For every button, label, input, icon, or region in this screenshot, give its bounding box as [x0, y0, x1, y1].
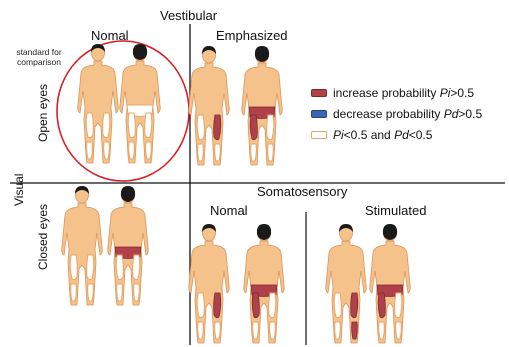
right-calf-muscle [215, 144, 221, 161]
decrease-text: decrease probability [333, 107, 444, 121]
right-calf-muscle [270, 322, 276, 339]
standard-line-1: standard for [4, 47, 74, 57]
legend-neutral: Pi<0.5 and Pd<0.5 [311, 128, 432, 142]
body-silhouette [78, 61, 119, 163]
standard-line-2: comparison [4, 57, 74, 67]
figure-closed-front [62, 186, 103, 305]
right-calf-muscle [215, 322, 221, 339]
decrease-swatch [311, 110, 327, 118]
figure-nomal-open-back [120, 44, 161, 163]
right-calf-muscle [146, 142, 152, 159]
right-thigh-muscle [214, 115, 221, 140]
visual-label: Visual [12, 174, 26, 206]
hair [383, 224, 397, 240]
body-silhouette [189, 241, 230, 343]
neutral-var-1: Pi [333, 128, 344, 142]
increase-text: increase probability [333, 86, 440, 100]
legend-increase: increase probability Pi>0.5 [311, 86, 474, 100]
right-thigh-muscle [267, 115, 274, 140]
figure-emphasized-back [242, 46, 283, 165]
figure-soma-nomal-back [244, 224, 285, 343]
right-calf-muscle [104, 142, 110, 159]
right-calf-muscle [134, 284, 140, 301]
right-calf-muscle [396, 322, 402, 339]
somatosensory-label: Somatosensory [257, 184, 347, 199]
left-thigh-muscle [252, 293, 259, 318]
left-thigh-muscle [128, 113, 135, 138]
decrease-var: Pd [444, 107, 459, 121]
left-calf-muscle [198, 322, 204, 339]
vestibular-label: Vestibular [160, 8, 217, 23]
left-thigh-muscle [116, 255, 123, 280]
left-calf-muscle [198, 144, 204, 161]
figure-closed-back [108, 186, 149, 305]
nomal-bottom-label: Nomal [210, 203, 248, 218]
right-thigh-muscle [145, 113, 152, 138]
figure-stimulated-front [326, 224, 367, 343]
left-calf-muscle [71, 284, 77, 301]
increase-var: Pi [440, 86, 451, 100]
left-calf-muscle [251, 144, 257, 161]
left-thigh-muscle [250, 115, 257, 140]
closed-eyes-label: Closed eyes [36, 204, 50, 270]
neutral-swatch [311, 131, 327, 139]
neutral-tail: <0.5 [409, 128, 433, 142]
right-thigh-muscle [87, 255, 94, 280]
stimulated-label: Stimulated [365, 203, 426, 218]
figure-stimulated-back [370, 224, 411, 343]
standard-comparison-circle [57, 41, 189, 181]
left-calf-muscle [253, 322, 259, 339]
figure-emphasized-front [189, 46, 230, 165]
left-thigh-muscle [197, 115, 204, 140]
right-thigh-muscle [103, 113, 110, 138]
left-thigh-muscle [86, 113, 93, 138]
figure-soma-nomal-front [189, 224, 230, 343]
left-thigh-muscle [334, 293, 341, 318]
left-calf-muscle [335, 322, 341, 339]
hair [255, 46, 269, 62]
left-thigh-muscle [70, 255, 77, 280]
hair [257, 224, 271, 240]
decrease-tail: >0.5 [458, 107, 482, 121]
standard-comparison-label: standard for comparison [4, 47, 74, 67]
nomal-top-label: Nomal [91, 28, 129, 43]
right-calf-muscle [352, 322, 358, 339]
right-thigh-muscle [351, 293, 358, 318]
right-thigh-muscle [395, 293, 402, 318]
right-calf-muscle [268, 144, 274, 161]
increase-tail: >0.5 [450, 86, 474, 100]
hair [121, 186, 135, 202]
right-thigh-muscle [269, 293, 276, 318]
legend-decrease: decrease probability Pd>0.5 [311, 107, 482, 121]
left-calf-muscle [379, 322, 385, 339]
body-silhouette [62, 203, 103, 305]
figure-nomal-open-front [78, 44, 119, 163]
neutral-var-2: Pd [394, 128, 409, 142]
body-silhouette [326, 241, 367, 343]
right-calf-muscle [88, 284, 94, 301]
body-silhouette [189, 63, 230, 165]
right-thigh-muscle [214, 293, 221, 318]
left-calf-muscle [129, 142, 135, 159]
neutral-mid: <0.5 and [344, 128, 394, 142]
open-eyes-label: Open eyes [36, 84, 50, 142]
left-thigh-muscle [378, 293, 385, 318]
hair [133, 44, 147, 60]
left-calf-muscle [87, 142, 93, 159]
left-calf-muscle [117, 284, 123, 301]
increase-swatch [311, 89, 327, 97]
emphasized-label: Emphasized [216, 28, 288, 43]
left-thigh-muscle [197, 293, 204, 318]
right-thigh-muscle [133, 255, 140, 280]
